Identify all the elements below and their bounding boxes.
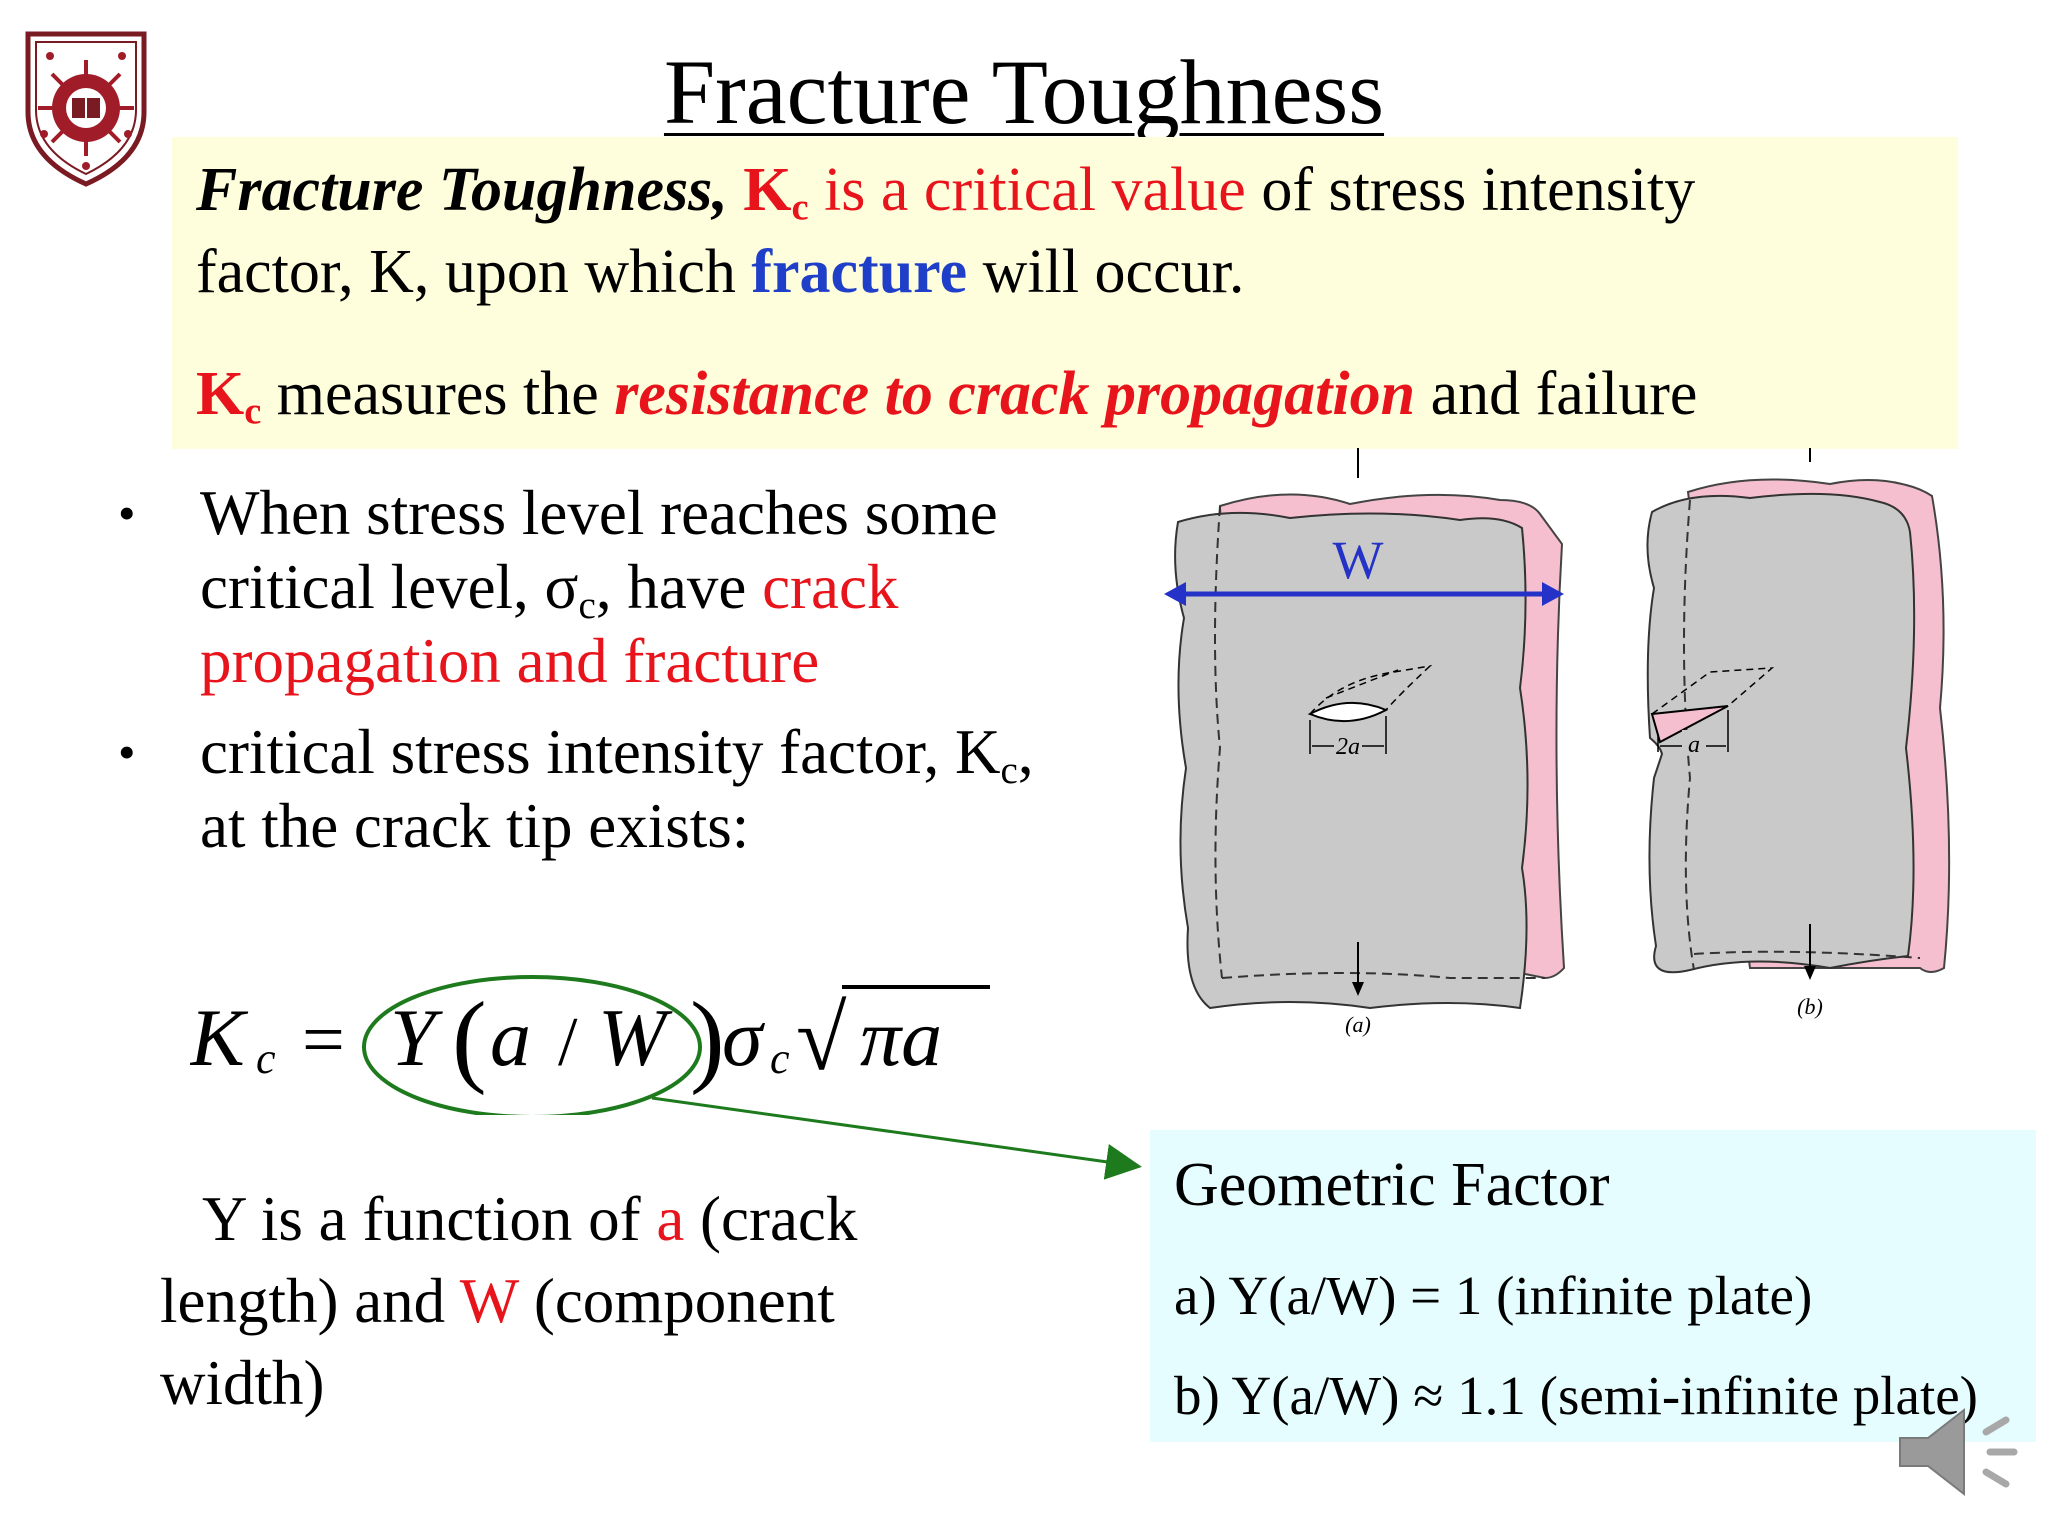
bullet-1-line-1: When stress level reaches some: [200, 478, 998, 548]
caption-a: (a): [1345, 1012, 1371, 1037]
bullet-1-line-3: propagation and fracture: [200, 626, 820, 696]
formula-sigma-subscript: c: [770, 1034, 790, 1083]
fracture-toughness-formula: K c = Y ( a / W ) σ c √ πa: [190, 975, 990, 1115]
bullet-item-1: • When stress level reaches some critica…: [118, 476, 1118, 706]
plate-b: a (b): [1646, 448, 1951, 1019]
kc-symbol: Kc: [743, 156, 809, 229]
geometric-factor-b: b) Y(a/W) ≈ 1.1 (semi-infinite plate): [1174, 1365, 1978, 1426]
formula-k: K: [190, 992, 249, 1083]
y-function-line-2: length) and W (component: [160, 1266, 835, 1336]
geometric-factor-title: Geometric Factor: [1174, 1151, 1610, 1219]
formula-k-subscript: c: [256, 1034, 276, 1083]
formula-slash: /: [558, 1004, 578, 1081]
definition-line-1: Fracture Toughness, Kc is a critical val…: [196, 155, 1696, 229]
formula-w: W: [598, 992, 673, 1083]
resistance-phrase: resistance to crack propagation: [614, 360, 1416, 428]
geometric-factor-a: a) Y(a/W) = 1 (infinite plate): [1174, 1265, 1813, 1326]
formula-left-paren: (: [452, 981, 487, 1096]
bullet-2-line-2: at the crack tip exists:: [200, 791, 750, 861]
slide-title-text: Fracture Toughness: [663, 41, 1385, 143]
definition-line-2: factor, K, upon which fracture will occu…: [196, 238, 1245, 306]
formula-equals: =: [302, 998, 345, 1082]
crack-length-label-b: a: [1688, 732, 1700, 758]
formula-sigma: σ: [722, 992, 766, 1083]
crack-length-label-a: 2a: [1336, 734, 1360, 760]
y-function-line-1: Y is a function of a (crack: [202, 1184, 858, 1254]
formula-sqrt: √: [796, 987, 847, 1089]
geometric-factor-box: Geometric Factor a) Y(a/W) = 1 (infinite…: [1150, 1130, 2036, 1442]
formula-a: a: [490, 992, 531, 1083]
bullet-symbol: •: [118, 724, 136, 780]
bullet-2-line-1: critical stress intensity factor, Kc,: [200, 717, 1034, 792]
formula-right-paren: ): [690, 981, 725, 1096]
speaker-icon[interactable]: [1888, 1402, 2028, 1502]
kc-symbol-2: Kc: [196, 360, 262, 433]
highlight-ellipse: [362, 975, 702, 1115]
y-function-line-3: width): [160, 1348, 325, 1418]
formula-y: Y: [390, 992, 443, 1083]
definition-box: Fracture Toughness, Kc is a critical val…: [172, 137, 1958, 449]
plate-a: 2a W (a): [1164, 448, 1566, 1037]
slide-title: Fracture Toughness: [0, 42, 2048, 142]
fracture-word: fracture: [751, 238, 968, 306]
crack-plate-figure: 2a W (a) a (b): [1164, 448, 1951, 1037]
critical-value-text: is a critical value: [808, 156, 1246, 224]
definition-line-3: Kc measures the resistance to crack prop…: [196, 360, 1698, 433]
formula-pi-a: πa: [860, 992, 942, 1083]
bullet-item-2: • critical stress intensity factor, Kc, …: [118, 715, 1168, 875]
university-crest-icon: [25, 31, 147, 187]
bullet-symbol: •: [118, 485, 136, 541]
caption-b: (b): [1797, 994, 1823, 1019]
width-label: W: [1333, 530, 1384, 590]
y-function-description: Y is a function of a (crack length) and …: [160, 1178, 857, 1424]
bullet-1-line-2: critical level, σc, have crack: [200, 552, 899, 627]
definition-term: Fracture Toughness,: [196, 156, 728, 224]
definition-line-1-rest: of stress intensity: [1245, 156, 1696, 224]
